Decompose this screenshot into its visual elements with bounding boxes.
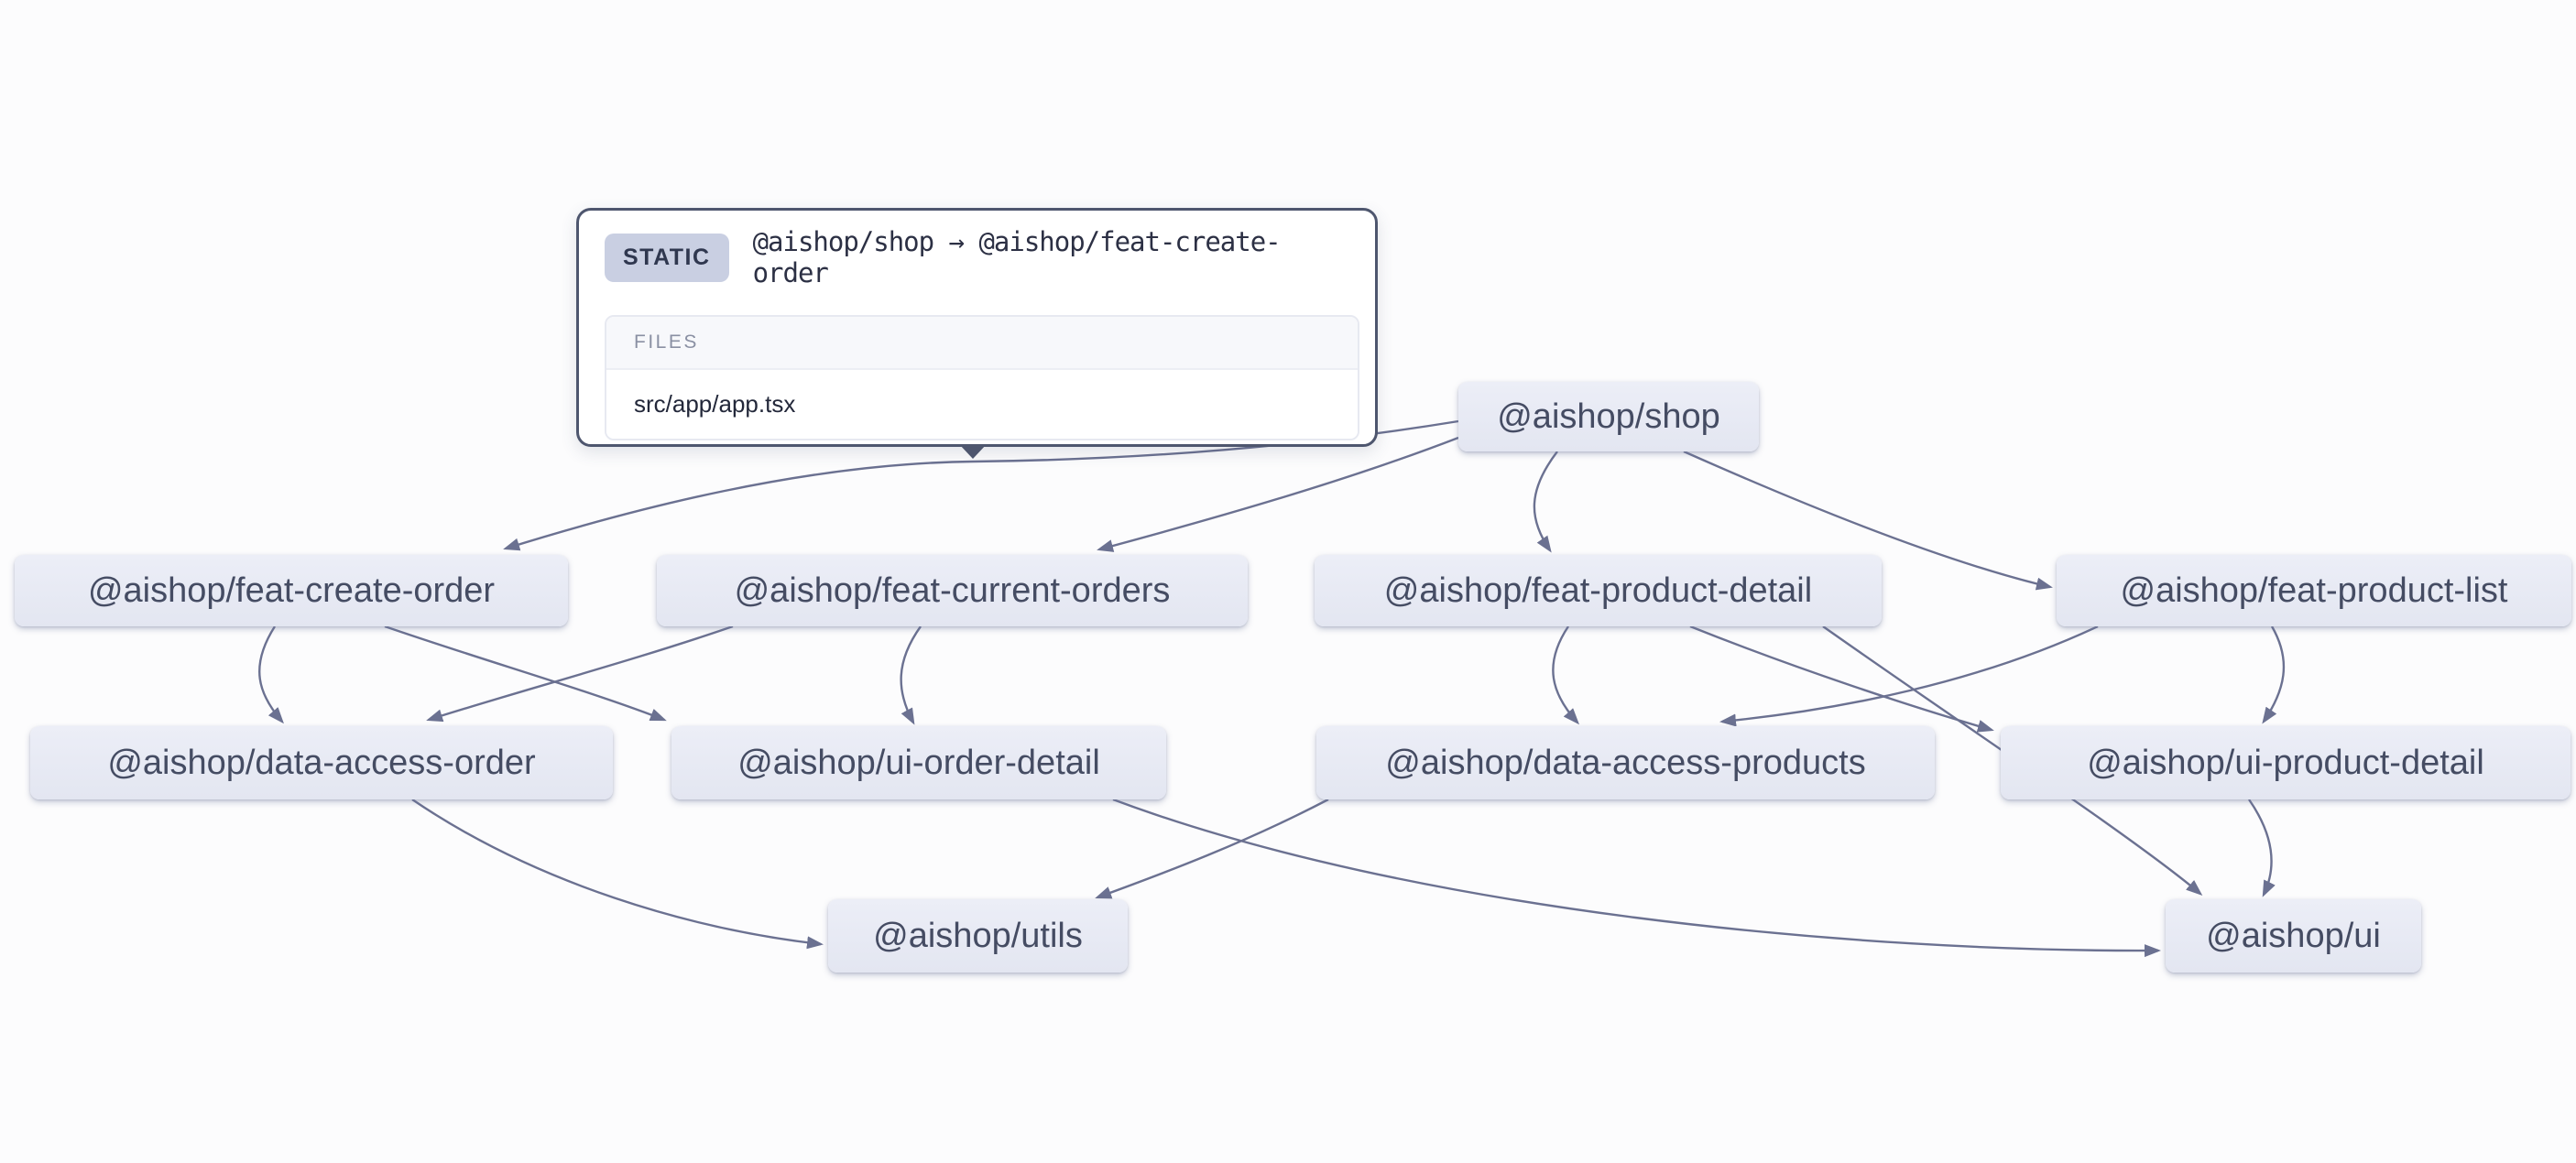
node-feat-product-detail[interactable]: @aishop/feat-product-detail	[1315, 555, 1882, 626]
edge-feat-product-list-data-access-products[interactable]	[1719, 625, 2099, 727]
edge-feat-current-orders-data-access-order[interactable]	[426, 625, 734, 723]
edge-feat-create-order-ui-order-detail[interactable]	[384, 625, 667, 722]
edge-shop-feat-product-list[interactable]	[1683, 450, 2053, 591]
tooltip-caret-icon	[959, 444, 987, 459]
tooltip-header: STATIC @aishop/shop → @aishop/feat-creat…	[605, 226, 1351, 288]
edge-feat-product-list-ui-product-detail[interactable]	[2262, 625, 2286, 724]
edge-feat-create-order-data-access-order[interactable]	[258, 625, 284, 724]
edge-data-access-products-utils[interactable]	[1095, 798, 1329, 899]
node-feat-product-list[interactable]: @aishop/feat-product-list	[2057, 555, 2571, 626]
edge-feat-product-detail-data-access-products[interactable]	[1552, 625, 1580, 725]
node-data-access-products[interactable]: @aishop/data-access-products	[1316, 726, 1935, 799]
edge-feat-current-orders-ui-order-detail[interactable]	[900, 625, 922, 725]
node-ui-product-detail[interactable]: @aishop/ui-product-detail	[2001, 726, 2571, 799]
edge-shop-feat-product-detail[interactable]	[1533, 451, 1558, 553]
edge-data-access-order-utils[interactable]	[411, 799, 824, 950]
file-path: src/app/app.tsx	[606, 370, 1358, 439]
node-feat-create-order[interactable]: @aishop/feat-create-order	[15, 555, 568, 626]
node-feat-current-orders[interactable]: @aishop/feat-current-orders	[657, 555, 1248, 626]
edge-tooltip: STATIC @aishop/shop → @aishop/feat-creat…	[576, 208, 1378, 459]
edge-ui-product-detail-ui[interactable]	[2248, 799, 2276, 897]
node-ui-order-detail[interactable]: @aishop/ui-order-detail	[671, 726, 1166, 799]
edge-type-badge: STATIC	[605, 233, 729, 282]
files-box: FILES src/app/app.tsx	[605, 315, 1359, 440]
edge-ui-order-detail-ui[interactable]	[1112, 798, 2161, 958]
edge-shop-feat-current-orders[interactable]	[1097, 436, 1459, 552]
edge-feat-product-detail-ui-product-detail[interactable]	[1689, 625, 1994, 733]
node-utils[interactable]: @aishop/utils	[828, 899, 1128, 973]
tooltip-title: @aishop/shop → @aishop/feat-create-order	[752, 226, 1282, 288]
node-data-access-order[interactable]: @aishop/data-access-order	[30, 726, 613, 799]
node-shop[interactable]: @aishop/shop	[1458, 382, 1759, 451]
files-header-label: FILES	[606, 317, 1358, 370]
node-ui[interactable]: @aishop/ui	[2166, 899, 2421, 973]
